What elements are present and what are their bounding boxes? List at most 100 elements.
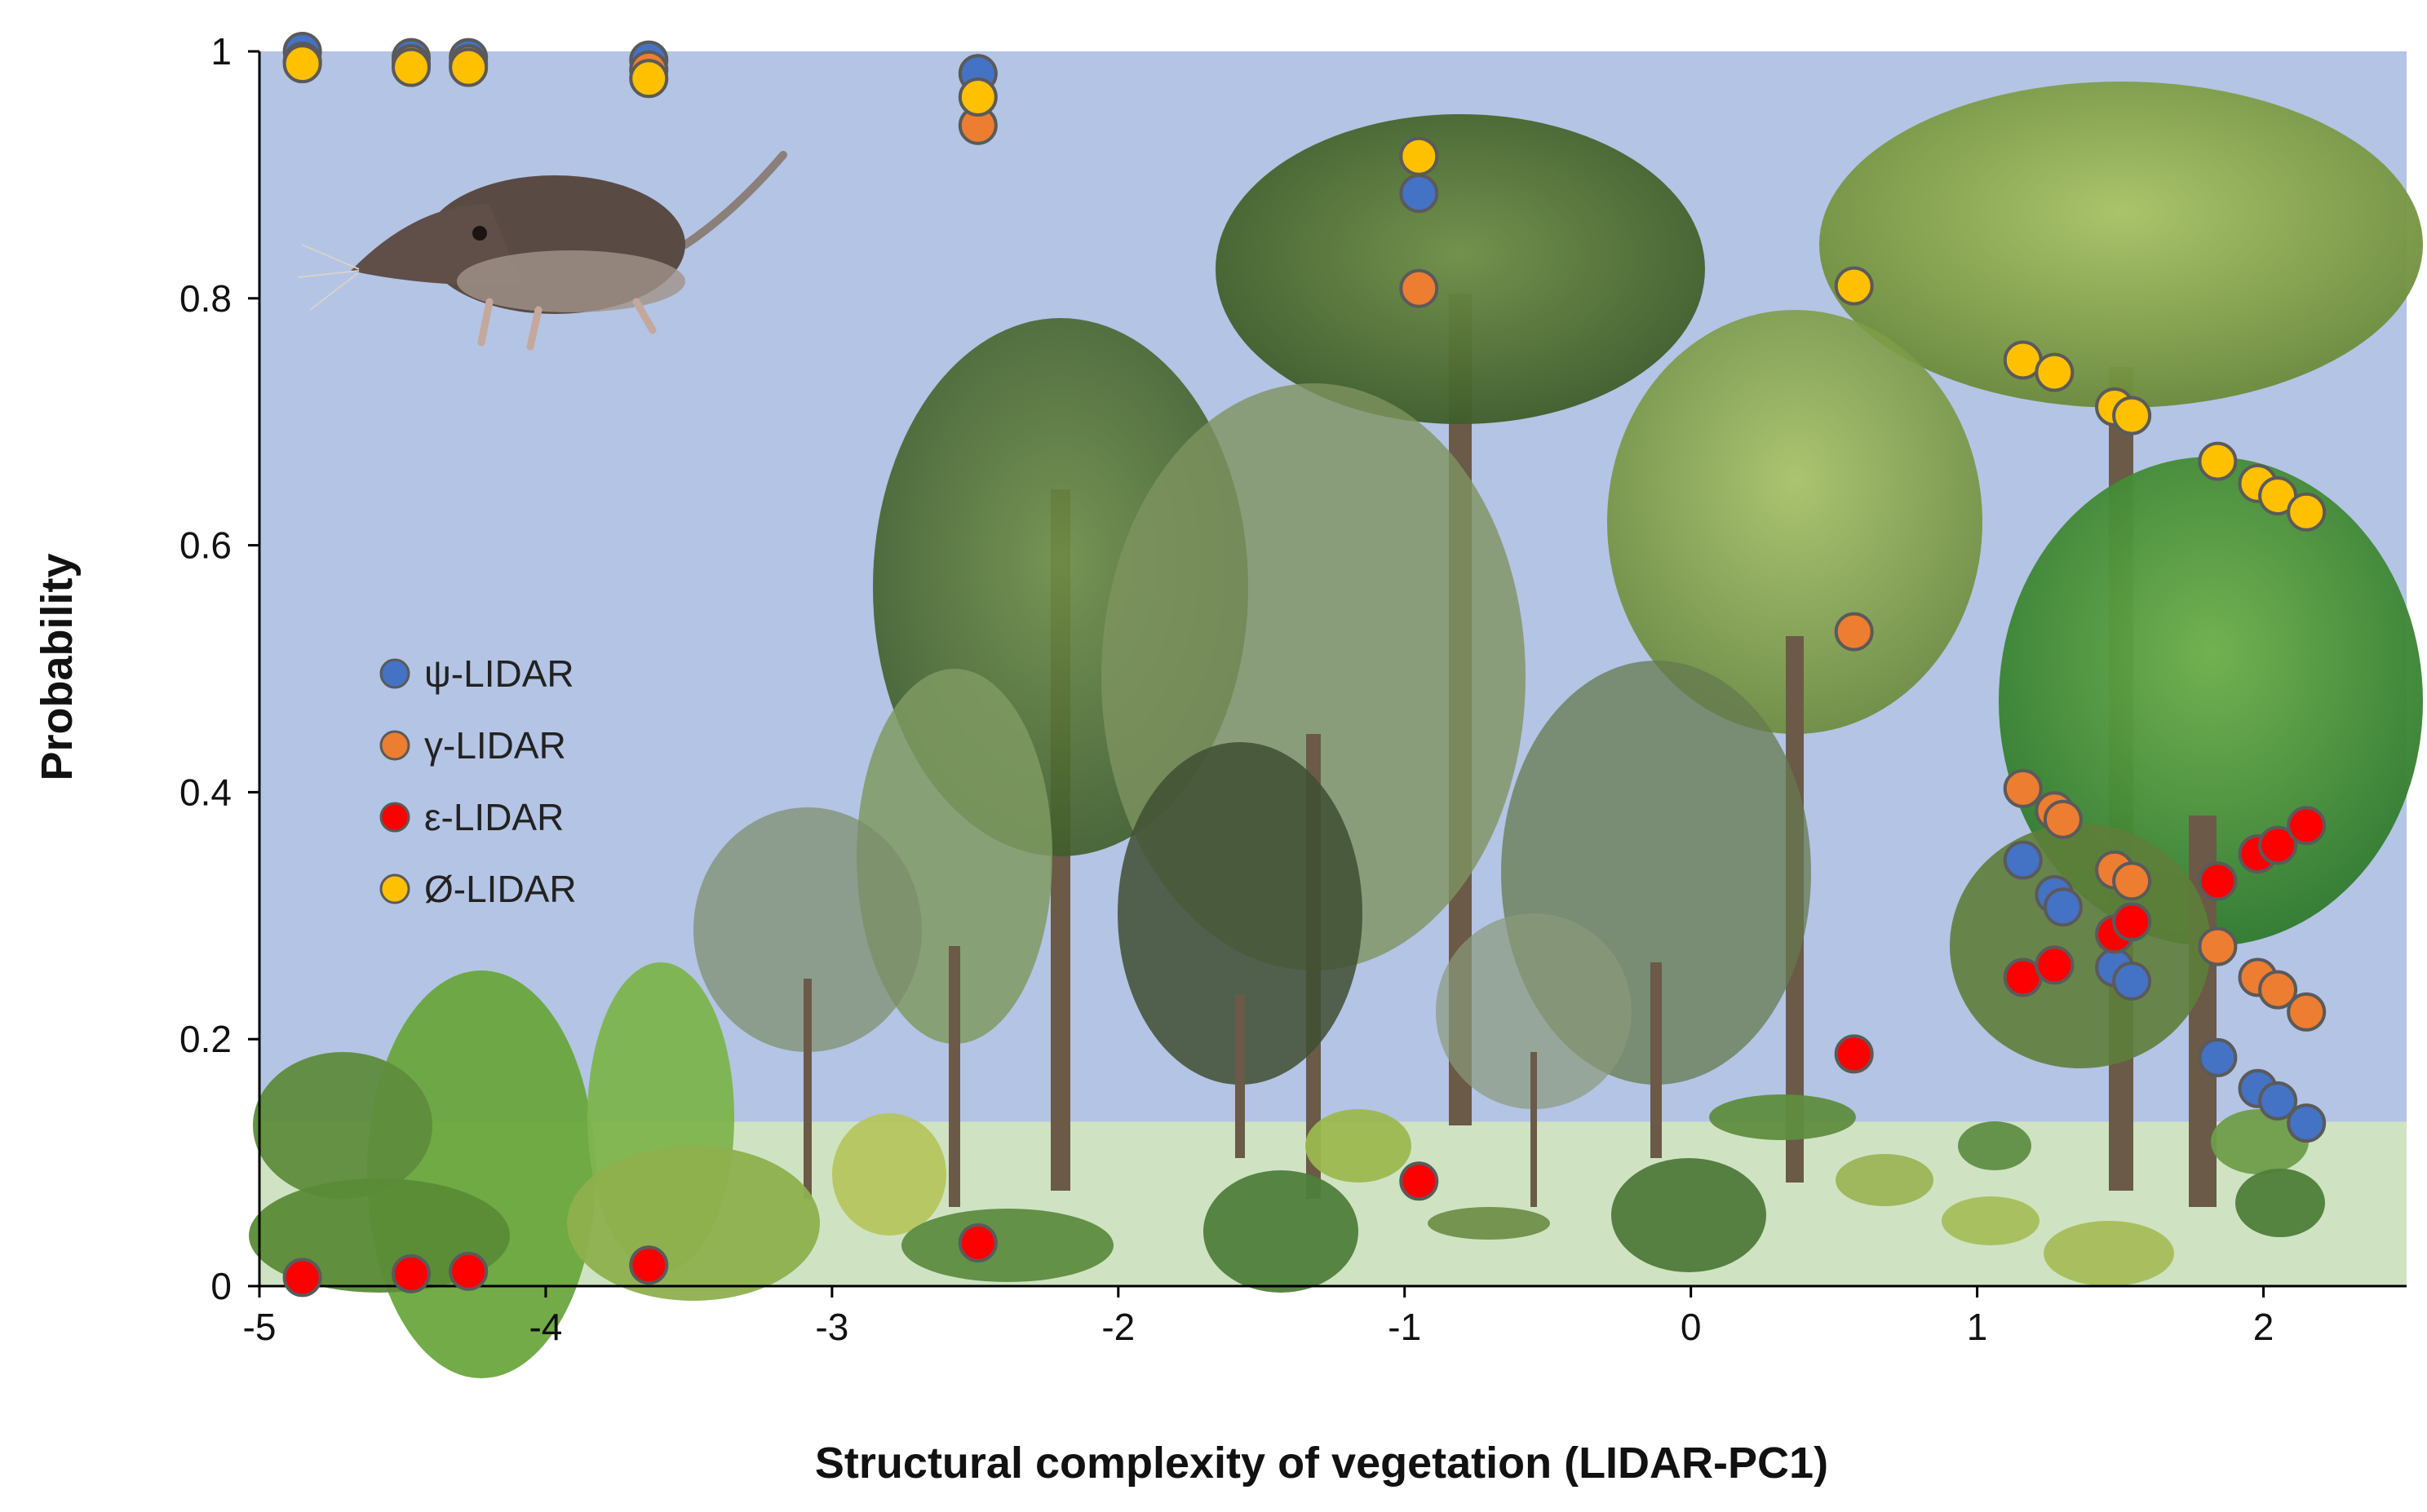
data-point [1399,1161,1439,1201]
tree-trunk [1530,1052,1537,1207]
data-point [2003,768,2043,808]
tree-canopy [253,1052,432,1199]
data-point [629,59,669,99]
data-point [2112,861,2152,901]
legend-marker [379,873,410,904]
data-point [2198,1037,2238,1077]
data-point [391,47,431,87]
tree-canopy [2044,1221,2174,1286]
data-point [449,1251,489,1291]
data-point [2287,992,2327,1032]
data-point [1399,268,1439,308]
data-point [391,1253,431,1293]
data-point [1834,612,1874,652]
x-tick-label: 1 [1967,1306,1988,1348]
data-point [1834,266,1874,306]
data-point [449,47,489,87]
x-tick-label: -3 [815,1306,848,1348]
data-point [2287,492,2327,532]
axes [258,51,2407,1288]
data-point [2035,945,2075,985]
shrew-eye [472,226,487,241]
x-tick-label: -2 [1101,1306,1135,1348]
legend-label: Ø-LIDAR [424,868,577,910]
tree-canopy [1305,1109,1411,1183]
tree-canopy [1607,310,1982,734]
x-axis-title: Structural complexity of vegetation (LID… [815,1439,1828,1488]
data-point [2198,861,2238,901]
data-point [2043,799,2083,839]
x-tick-label: 0 [1681,1306,1702,1348]
data-point [2003,840,2043,880]
shrew-belly [457,250,685,312]
shrew-illustration [297,151,787,351]
x-axis-ticks: -5 -4 -3 -2 -1 0 1 2 [243,1286,2274,1348]
tree-canopy [1958,1121,2031,1170]
tree-canopy [567,1146,820,1301]
tree-canopy [2235,1169,2325,1237]
data-points [282,32,2327,1298]
legend-label: ε-LIDAR [424,796,564,838]
data-point [2287,806,2327,846]
tree-canopy [1216,114,1705,424]
data-point [2258,970,2298,1010]
tree-canopy [901,1209,1114,1282]
shrew-legs [477,298,657,351]
data-point [282,44,322,84]
tree-canopy [1611,1158,1766,1272]
vegetation-illustration [249,82,2423,1378]
tree-canopy [1203,1170,1358,1293]
tree-trunk [804,979,812,1199]
shrew-tail [681,151,787,249]
y-tick-label: 0.6 [179,524,232,567]
tree-canopy [832,1113,946,1236]
tree-canopy [1819,82,2423,408]
tree-canopy [1436,913,1632,1109]
tree-canopy [1118,742,1362,1085]
tree-trunk [1235,995,1245,1158]
y-tick-label: 0.2 [179,1018,232,1060]
legend-marker [379,802,410,833]
y-tick-label: 0.8 [179,277,232,320]
data-point [1399,136,1439,176]
data-point [2112,902,2152,942]
data-point [629,1245,669,1285]
legend-label: ψ-LIDAR [424,652,574,695]
data-point [958,77,998,117]
data-point [2287,1103,2327,1143]
legend-label: γ-LIDAR [424,724,566,767]
data-point [1834,1034,1874,1074]
data-point [2258,825,2298,865]
y-axis-ticks: 0 0.2 0.4 0.6 0.8 1 [179,30,259,1307]
tree-trunk [1650,962,1662,1158]
x-tick-label: 2 [2253,1306,2274,1348]
data-point [1399,174,1439,214]
tree-canopy [1428,1207,1550,1240]
y-tick-label: 0 [210,1265,232,1307]
tree-canopy [2211,1109,2309,1174]
y-tick-label: 1 [210,30,232,73]
y-axis-title: Probability [33,553,82,780]
data-point [2035,352,2075,392]
legend-marker [379,658,410,689]
legend-marker [379,730,410,761]
x-tick-label: -4 [529,1306,562,1348]
tree-trunk [949,946,960,1207]
legend: ψ-LIDAR γ-LIDAR ε-LIDAR Ø-LIDAR [379,652,577,910]
x-tick-label: -5 [243,1306,277,1348]
data-point [958,1223,998,1263]
data-point [2112,396,2152,435]
data-point [2258,1081,2298,1121]
tree-canopy [1942,1196,2039,1245]
shrew-whiskers [297,244,360,311]
x-tick-label: -1 [1388,1306,1421,1348]
data-point [2112,962,2152,1001]
tree-canopy [1950,824,2211,1068]
data-point [2043,887,2083,927]
data-point [282,1258,322,1298]
y-tick-label: 0.4 [179,771,232,813]
data-point [2198,441,2238,481]
tree-canopy [693,807,922,1052]
